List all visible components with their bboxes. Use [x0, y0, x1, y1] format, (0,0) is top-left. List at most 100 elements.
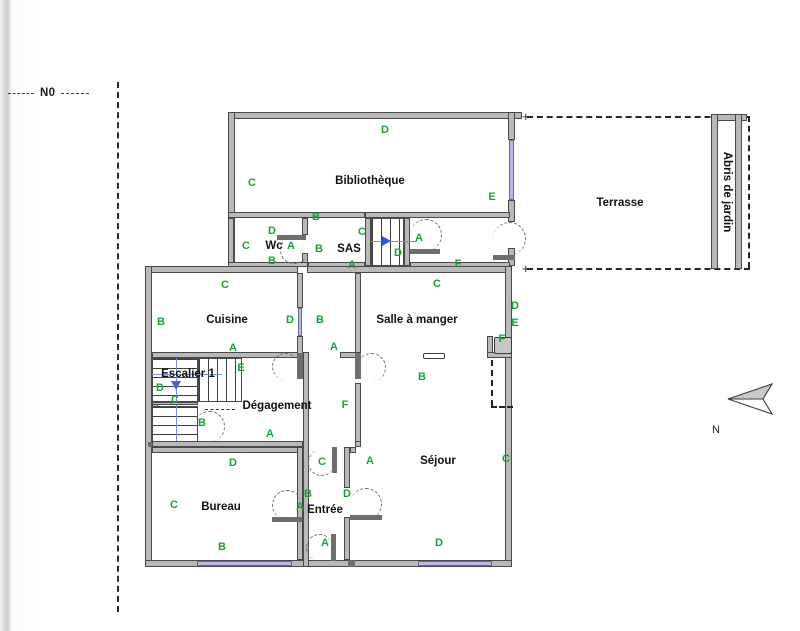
- element-tag-sas-c: C: [358, 226, 366, 238]
- wc-wall-east-upper: [302, 218, 308, 235]
- entree-front-door-leaf: [331, 534, 336, 561]
- biblio-south-partition-east: [365, 212, 510, 218]
- escalier-door-arc: [194, 411, 225, 442]
- element-tag-degagement-f: F: [341, 399, 349, 411]
- house-wall-south: [145, 560, 512, 567]
- element-tag-bureau-d: D: [229, 457, 237, 469]
- element-tag-entree-d: D: [343, 488, 351, 500]
- room-label-cuisine: Cuisine: [206, 314, 248, 326]
- stair-upper-direction-arrow: [382, 236, 391, 246]
- element-tag-sas-d: D: [394, 247, 402, 259]
- page-gutter: [0, 0, 11, 631]
- abris-wall-left: [711, 114, 718, 269]
- level-marker-dash-right: [61, 92, 90, 94]
- degagement-corner-stub: [355, 441, 361, 447]
- escalier-lower-treads-a: [152, 358, 198, 402]
- biblio-south-partition-west: [228, 212, 365, 218]
- entree-threshold: [348, 560, 355, 567]
- abris-wall-right: [735, 114, 742, 269]
- element-tag-cuisine-a: A: [229, 342, 237, 354]
- salle-table-fixture: [423, 353, 445, 359]
- level-marker-dash-left: [8, 92, 34, 94]
- element-tag-degagement-a: A: [330, 341, 338, 353]
- room-label-wc: Wc: [265, 240, 283, 252]
- room-label-degagement: Dégagement: [242, 400, 312, 412]
- cuisine-wall-east-upper: [297, 273, 303, 308]
- room-label-bibliotheque: Bibliothèque: [335, 175, 405, 187]
- element-tag-sejour-a: A: [366, 455, 374, 467]
- escalier-axis-horizontal: [152, 374, 222, 375]
- element-tag-cuisine-c: C: [221, 279, 229, 291]
- element-tag-entree-a: A: [321, 537, 329, 549]
- biblio-wall-east-upper: [508, 112, 515, 140]
- element-tag-bibliotheque-e: E: [488, 191, 496, 203]
- bureau-window-south: [197, 561, 292, 566]
- sas-stair-wall-east: [404, 218, 410, 266]
- house-wall-north-west: [145, 266, 298, 273]
- jardin-boundary-right: [748, 116, 750, 268]
- biblio-east-door-arc: [493, 222, 526, 255]
- entree-front-door-arc: [306, 534, 333, 561]
- sas-east-door-arc: [410, 219, 442, 251]
- terrasse-boundary-top: [527, 116, 750, 118]
- section-cut-line: [117, 82, 119, 612]
- salle-wall-west-upper: [355, 273, 361, 358]
- boundary-tick-top: +: [522, 109, 530, 124]
- biblio-wall-north: [228, 112, 522, 119]
- room-label-sejour: Séjour: [420, 455, 456, 467]
- terrasse-boundary-bottom: [527, 268, 750, 270]
- element-tag-escalier1-c: C: [171, 394, 179, 406]
- degagement-wall-south: [152, 441, 303, 447]
- level-marker-label: N0: [40, 87, 56, 99]
- element-tag-bureau-c: C: [170, 499, 178, 511]
- salle-zone-dash-h: [491, 406, 513, 408]
- element-tag-sas-a: A: [415, 232, 423, 244]
- entree-north-door-arc: [308, 449, 335, 476]
- element-tag-sejour-c: C: [502, 453, 510, 465]
- element-tag-salle_a_manger-f: F: [498, 333, 506, 345]
- entree-sejour-door-arc: [350, 488, 382, 520]
- wc-door-arc: [280, 236, 308, 264]
- element-tag-escalier1-d: D: [156, 382, 164, 394]
- compass-label: N: [712, 424, 720, 436]
- element-tag-salle_a_manger-e: E: [511, 317, 519, 329]
- escalier-direction-arrow: [171, 381, 181, 390]
- element-tag-salle_a_manger-f: F: [454, 258, 462, 270]
- room-label-salle-a-manger: Salle à manger: [376, 314, 458, 326]
- element-tag-degagement-a: A: [266, 428, 274, 440]
- cuisine-door-arc: [272, 353, 299, 380]
- room-label-bureau: Bureau: [201, 501, 241, 513]
- room-label-entree: Entrée: [307, 504, 343, 516]
- biblio-window-east: [509, 140, 514, 200]
- element-tag-entree-b: B: [304, 488, 312, 500]
- house-wall-north-east: [307, 266, 512, 273]
- element-tag-salle_a_manger-c: C: [433, 278, 441, 290]
- entree-wall-east-upper: [344, 447, 350, 488]
- room-label-abris-jardin: Abris de jardin: [721, 151, 733, 233]
- element-tag-sejour-d: D: [435, 537, 443, 549]
- stair-upper-axis: [371, 241, 417, 242]
- element-tag-salle_a_manger-b: B: [418, 371, 426, 383]
- biblio-wall-east-mid: [508, 200, 515, 222]
- salle-zone-dash-v: [491, 360, 493, 406]
- house-wall-west: [145, 266, 152, 567]
- sas-east-door-leaf: [410, 249, 440, 254]
- salle-chimney-fixture: [494, 337, 512, 354]
- element-tag-degagement-b: B: [198, 417, 206, 429]
- bureau-door-arc: [272, 490, 302, 520]
- element-tag-salle_a_manger-d: D: [511, 300, 519, 312]
- wc-wall-west: [228, 218, 234, 266]
- biblio-east-door-leaf: [493, 255, 515, 260]
- element-tag-cuisine-b: B: [157, 316, 165, 328]
- sejour-wall-stub: [350, 447, 356, 453]
- element-tag-bibliotheque-c: C: [248, 177, 256, 189]
- degagement-wall-east: [355, 383, 361, 447]
- element-tag-wc-d: D: [268, 225, 276, 237]
- entree-wall-east-lower: [344, 517, 350, 560]
- element-tag-sas-a: A: [348, 259, 356, 271]
- sas-stair-wall-west: [365, 218, 371, 266]
- element-tag-cuisine-d: D: [286, 314, 294, 326]
- level-marker: N0: [8, 84, 104, 102]
- element-tag-entree-a: A: [296, 501, 304, 513]
